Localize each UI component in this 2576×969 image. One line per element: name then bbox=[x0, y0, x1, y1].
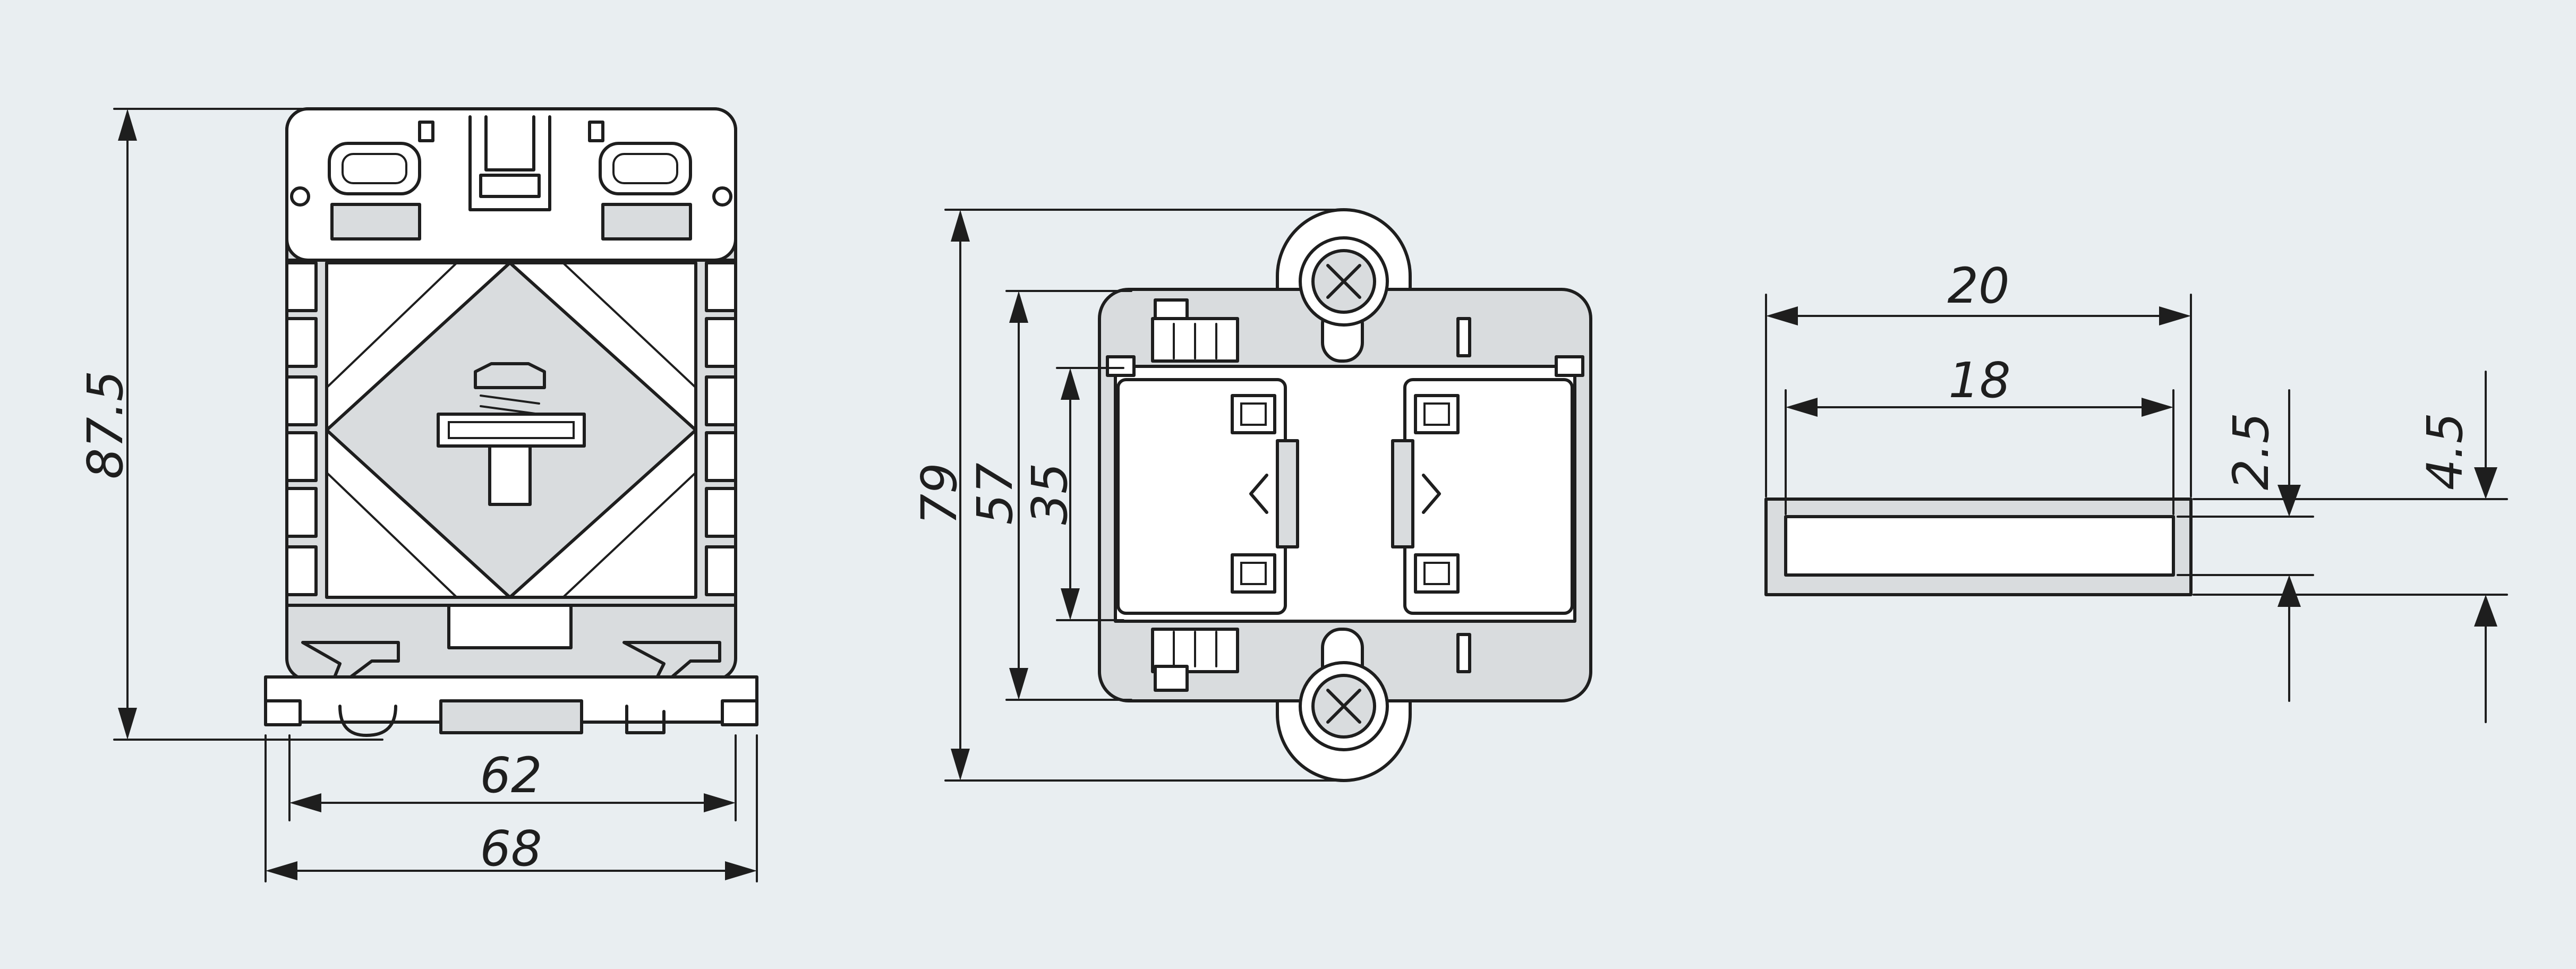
side-connector-top bbox=[1151, 298, 1239, 363]
front-led-right bbox=[588, 121, 604, 142]
side-view bbox=[1098, 208, 1592, 782]
front-slot-right-inner bbox=[612, 153, 678, 184]
front-slot-right bbox=[599, 142, 692, 195]
dim-side-outer: 79 bbox=[911, 462, 968, 525]
front-slot-left-inner bbox=[342, 153, 407, 184]
front-screw bbox=[437, 362, 586, 506]
dim-front-inner-width: 62 bbox=[480, 747, 542, 804]
front-centre-terminal bbox=[468, 115, 551, 211]
side-screw-bottom bbox=[1299, 661, 1389, 751]
front-led-left bbox=[418, 121, 434, 142]
front-ribs bbox=[285, 261, 737, 596]
side-dimensions: 79 57 35 bbox=[911, 209, 1342, 782]
dim-bar-outer-thickness: 4.5 bbox=[2417, 413, 2473, 490]
dim-bar-inner-width: 18 bbox=[1948, 352, 2010, 409]
front-label-left bbox=[330, 203, 421, 241]
front-slot-left bbox=[328, 142, 421, 195]
front-notch-left bbox=[290, 186, 310, 207]
front-dimensions: 87.5 62 68 bbox=[77, 108, 758, 882]
dim-side-middle: 57 bbox=[967, 462, 1023, 525]
front-view bbox=[264, 107, 758, 737]
dim-bar-inner-thickness: 2.5 bbox=[2223, 413, 2280, 490]
dim-bar-outer-width: 20 bbox=[1947, 258, 2009, 314]
front-bottom-label bbox=[447, 604, 573, 649]
bar-inner bbox=[1784, 515, 2175, 577]
dim-side-inner: 35 bbox=[1021, 462, 1078, 525]
side-connector-bottom bbox=[1151, 628, 1239, 692]
dim-front-height: 87.5 bbox=[77, 371, 134, 479]
dim-front-outer-width: 68 bbox=[480, 820, 542, 877]
front-label-right bbox=[601, 203, 692, 241]
front-notch-right bbox=[712, 186, 732, 207]
bar-dimensions: 20 18 2.5 4.5 bbox=[1765, 258, 2508, 723]
bar-section bbox=[1764, 498, 2193, 596]
side-screw-top bbox=[1299, 236, 1389, 327]
